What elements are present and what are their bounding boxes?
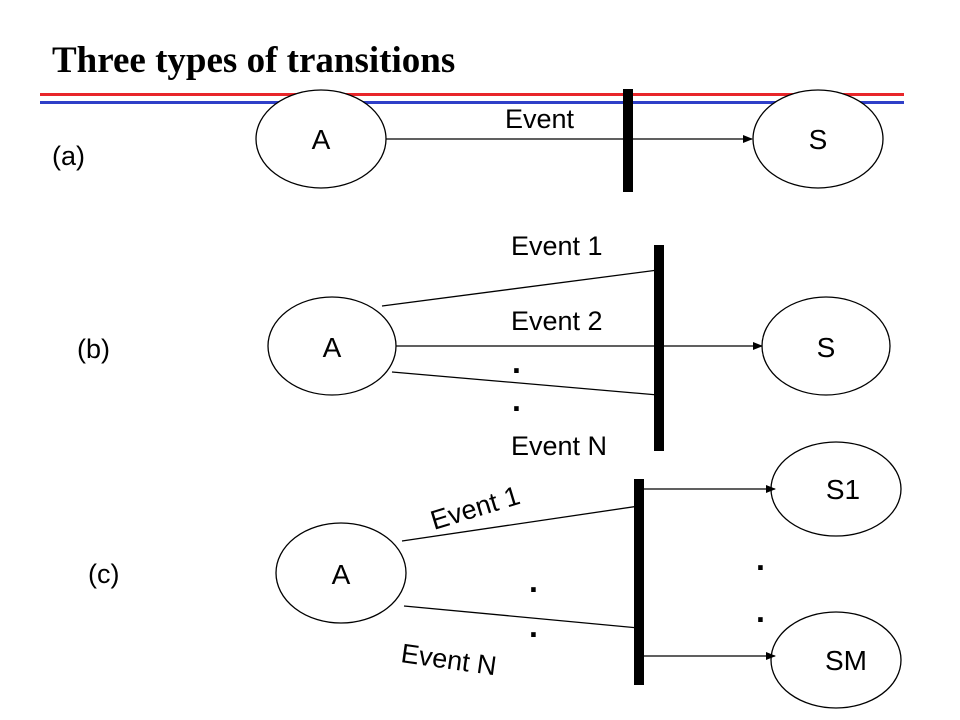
state-b-target-label: S [817,332,836,363]
panel-a-label: (a) [52,141,85,171]
state-c-source-label: A [332,559,351,590]
transition-bar-a [623,89,633,192]
state-a-source-label: A [312,124,331,155]
event-label-a: Event [505,104,575,134]
transition-line-c-n [403,605,640,629]
event-label-b-2: Event 2 [511,306,603,336]
ellipsis-dot-b-1: . [512,344,521,380]
panel-b: (b) A S Event 1 Event 2 . . Event N [77,231,891,461]
event-label-c-1: Event 1 [427,480,523,535]
title-rule-red [40,93,904,96]
transition-line-b-1 [381,269,659,307]
ellipsis-dot-c-2: . [529,608,538,644]
slide-title: Three types of transitions [52,40,456,81]
state-c-target-m-label: SM [825,645,867,676]
panel-a: (a) A S Event [52,89,884,192]
ellipsis-dot-c-4: . [756,593,765,629]
state-a-target [752,89,884,189]
transition-bar-b [654,245,664,451]
title-rule-blue [40,101,904,104]
ellipsis-dot-c-1: . [529,563,538,599]
state-a-target-label: S [809,124,828,155]
panel-c-label: (c) [88,559,119,589]
transition-bar-c [634,479,644,685]
ellipsis-dot-b-2: . [512,382,521,418]
transition-line-c-1 [401,505,640,542]
transition-line-b-n [391,371,659,396]
panel-c: (c) A S1 SM Event 1 Event N . . . . [88,441,902,709]
event-label-b-n: Event N [511,431,607,461]
event-label-c-n: Event N [399,638,498,681]
panel-b-label: (b) [77,334,110,364]
ellipsis-dot-c-3: . [756,541,765,577]
state-c-source [275,522,407,624]
event-label-b-1: Event 1 [511,231,603,261]
state-c-target-1-label: S1 [826,474,860,505]
state-b-source-label: A [323,332,342,363]
state-c-target-m [770,611,902,709]
